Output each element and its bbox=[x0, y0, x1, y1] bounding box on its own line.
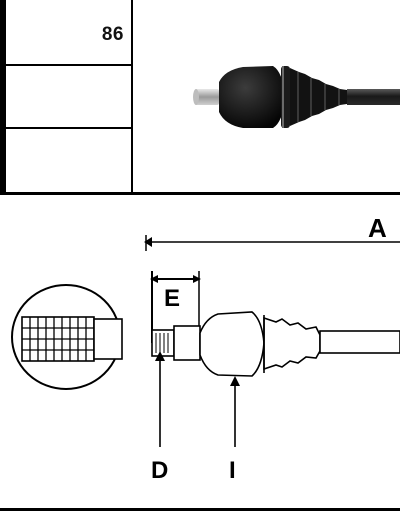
dimension-drawing: A E D I bbox=[0, 195, 400, 516]
product-photo bbox=[133, 0, 400, 194]
spline-detail-inset bbox=[11, 284, 123, 390]
technical-drawing bbox=[11, 235, 400, 447]
table-left-border bbox=[0, 0, 6, 194]
cv-boot bbox=[290, 68, 347, 126]
shaft-outline bbox=[151, 311, 400, 377]
spec-cells: 86 bbox=[6, 0, 132, 194]
dimension-label-e: E bbox=[164, 285, 181, 312]
outer-joint-housing bbox=[219, 66, 285, 128]
spline-lines bbox=[155, 333, 169, 353]
dimension-label-i: I bbox=[229, 457, 236, 484]
stud bbox=[195, 89, 219, 105]
spec-table: 86 bbox=[0, 0, 400, 195]
drive-shaft-photo bbox=[193, 66, 400, 128]
column-divider bbox=[131, 0, 133, 194]
spec-row bbox=[6, 129, 132, 194]
dimension-label-a: A bbox=[368, 213, 387, 243]
spec-value: 86 bbox=[101, 24, 124, 45]
shaft bbox=[347, 89, 400, 105]
table-bottom-border bbox=[0, 192, 400, 195]
arrow-a bbox=[144, 237, 152, 247]
dimension-label-d: D bbox=[151, 457, 169, 484]
spec-row bbox=[6, 66, 132, 129]
bottom-border bbox=[0, 508, 400, 511]
spec-row: 86 bbox=[6, 0, 132, 66]
